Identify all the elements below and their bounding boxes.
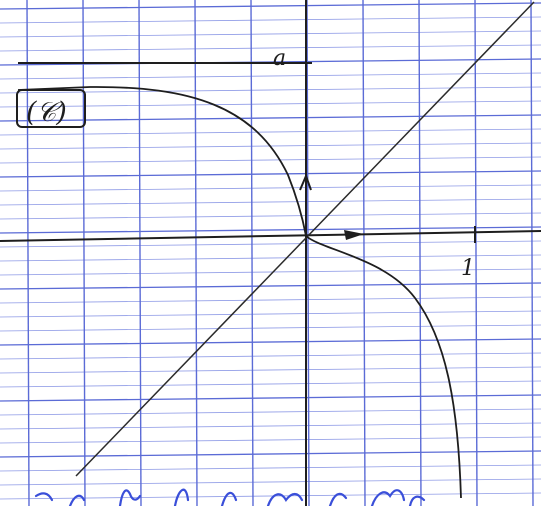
grid-vertical-line <box>530 0 534 506</box>
grid-horizontal-line <box>0 240 541 248</box>
grid-horizontal-line <box>0 212 541 220</box>
grid-horizontal-line <box>0 184 541 192</box>
grid-horizontal-line <box>0 296 541 304</box>
grid-horizontal-line <box>0 268 541 276</box>
grid-horizontal-line <box>0 450 541 458</box>
grid-horizontal-line <box>0 366 541 374</box>
grid-vertical-line <box>474 0 478 506</box>
grid-horizontal-line <box>0 156 541 164</box>
y-unit-arrow <box>299 173 312 191</box>
grid-horizontal-line <box>0 352 541 360</box>
grid-horizontal-line <box>0 16 541 24</box>
grid-vertical-line <box>26 0 30 506</box>
grid-horizontal-line <box>0 282 541 290</box>
grid-horizontal-line <box>0 492 541 500</box>
grid-horizontal-line <box>0 114 541 122</box>
grid-vertical-line <box>82 0 86 506</box>
grid-horizontal-line <box>0 2 541 10</box>
x-unit-label: 1 <box>461 256 475 281</box>
grid-horizontal-line <box>0 464 541 472</box>
grid-horizontal-line <box>0 72 541 80</box>
bottom-handwriting-scribble <box>34 488 426 506</box>
paper-grid-minor-lines <box>0 16 541 500</box>
grid-horizontal-line <box>0 198 541 206</box>
grid-horizontal-line <box>0 478 541 486</box>
grid-horizontal-line <box>0 128 541 136</box>
grid-horizontal-line <box>0 170 541 178</box>
grid-horizontal-line <box>0 254 541 262</box>
x-unit-arrow <box>344 230 364 240</box>
grid-horizontal-line <box>0 380 541 388</box>
asymptote-label: a <box>273 46 286 71</box>
grid-horizontal-line <box>0 30 541 38</box>
grid-horizontal-line <box>0 324 541 332</box>
grid-vertical-line <box>194 0 198 506</box>
curve-label-box <box>16 89 86 128</box>
grid-horizontal-line <box>0 422 541 430</box>
curve-c-right-branch <box>305 235 462 499</box>
grid-vertical-line <box>362 0 366 506</box>
grid-vertical-line <box>250 0 254 506</box>
grid-horizontal-line <box>0 226 541 234</box>
grid-horizontal-line <box>0 310 541 318</box>
grid-vertical-line <box>418 0 422 506</box>
curve-c-left-branch <box>17 86 307 237</box>
grid-horizontal-line <box>0 436 541 444</box>
grid-horizontal-line <box>0 44 541 52</box>
x-axis <box>0 230 541 242</box>
grid-vertical-line <box>306 0 310 506</box>
bisector-line <box>75 1 535 477</box>
grid-horizontal-line <box>0 100 541 108</box>
grid-horizontal-line <box>0 338 541 346</box>
grid-horizontal-line <box>0 408 541 416</box>
curve-label: (𝒞) <box>26 97 67 128</box>
grid-horizontal-line <box>0 394 541 402</box>
grid-vertical-line <box>138 0 142 506</box>
